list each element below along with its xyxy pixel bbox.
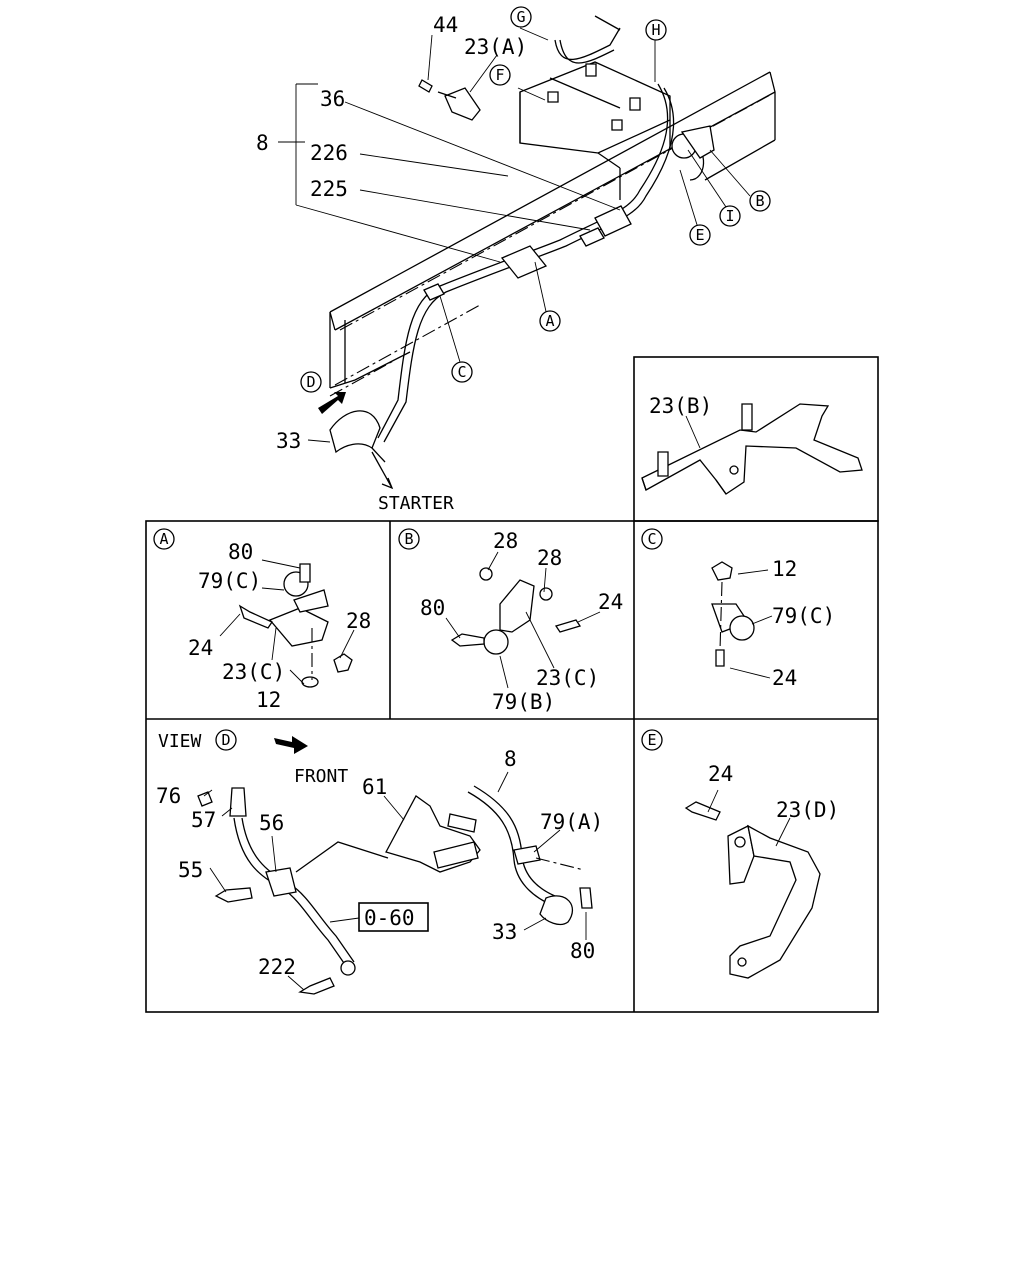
svg-text:E: E (647, 731, 656, 749)
callout-h: H (645, 19, 667, 41)
label-79c: 79(C) (198, 569, 261, 593)
label-28-right: 28 (537, 546, 562, 570)
label-44: 44 (433, 13, 458, 37)
callout-d: D (300, 371, 322, 393)
terminal-boot-33 (329, 410, 386, 463)
svg-text:C: C (647, 530, 656, 548)
label-33: 33 (492, 920, 517, 944)
svg-text:G: G (516, 8, 525, 26)
label-starter: STARTER (378, 493, 454, 514)
svg-text:C: C (457, 363, 466, 381)
label-80: 80 (570, 939, 595, 963)
label-24: 24 (708, 762, 733, 786)
svg-text:E: E (695, 226, 704, 244)
svg-text:I: I (725, 207, 734, 225)
bracket-23a (418, 79, 481, 121)
label-24: 24 (188, 636, 213, 660)
battery-cables (377, 15, 705, 443)
callout-a: A (539, 310, 561, 332)
main-assembly-view: 44 23(A) 36 8 226 225 33 STARTER G H F B… (256, 6, 776, 514)
label-57: 57 (191, 808, 216, 832)
label-80: 80 (420, 596, 445, 620)
detail-c-tag: C (641, 528, 663, 550)
svg-text:B: B (404, 530, 413, 548)
detail-e-tag: E (641, 729, 663, 751)
bracket-e (680, 125, 715, 159)
label-33: 33 (276, 429, 301, 453)
detail-bracket-23b: 23(B) (641, 394, 863, 495)
label-23b: 23(B) (649, 394, 712, 418)
label-56: 56 (259, 811, 284, 835)
ref-box (358, 902, 429, 932)
ref-0-60: 0-60 (364, 906, 415, 930)
detail-e: E 24 23(D) (641, 729, 839, 979)
label-36: 36 (320, 87, 345, 111)
label-76: 76 (156, 784, 181, 808)
battery-box (519, 61, 671, 200)
front-arrow-icon (274, 736, 308, 754)
detail-b: B 28 28 80 24 23(C) 79(B) (398, 528, 623, 714)
callout-i: I (719, 205, 741, 227)
svg-text:D: D (221, 731, 230, 749)
detail-grid (145, 356, 879, 1013)
label-61: 61 (362, 775, 387, 799)
label-79b: 79(B) (492, 690, 555, 714)
detail-c: C 12 79(C) 24 (641, 528, 835, 690)
view-d-tag: D (215, 729, 237, 751)
label-24: 24 (772, 666, 797, 690)
label-12: 12 (256, 688, 281, 712)
view-d-title: VIEW (158, 731, 202, 752)
front-label: FRONT (294, 766, 348, 787)
label-225: 225 (310, 177, 348, 201)
detail-b-tag: B (398, 528, 420, 550)
callout-e: E (689, 224, 711, 246)
label-28-top: 28 (493, 529, 518, 553)
label-23c: 23(C) (222, 660, 285, 684)
label-8: 8 (504, 747, 517, 771)
view-d: VIEW D FRONT 76 57 56 55 222 (156, 729, 603, 995)
label-23d: 23(D) (776, 798, 839, 822)
leader-lines (278, 27, 751, 490)
svg-text:D: D (306, 373, 315, 391)
detail-a-tag: A (153, 528, 175, 550)
callout-b: B (749, 190, 771, 212)
label-226: 226 (310, 141, 348, 165)
svg-text:H: H (651, 21, 660, 39)
callout-g: G (510, 6, 532, 28)
label-28: 28 (346, 609, 371, 633)
detail-a: A 80 79(C) 24 28 23(C) 12 (153, 528, 371, 712)
label-79a: 79(A) (540, 810, 603, 834)
view-d-arrow-icon (318, 392, 346, 414)
label-80: 80 (228, 540, 253, 564)
label-55: 55 (178, 858, 203, 882)
callout-c: C (451, 361, 473, 383)
label-24: 24 (598, 590, 623, 614)
svg-text:F: F (495, 66, 504, 84)
label-79c: 79(C) (772, 604, 835, 628)
label-222: 222 (258, 955, 296, 979)
label-8: 8 (256, 131, 269, 155)
svg-text:A: A (159, 530, 168, 548)
label-12: 12 (772, 557, 797, 581)
callout-f: F (489, 64, 511, 86)
svg-text:B: B (755, 192, 764, 210)
svg-text:A: A (545, 312, 554, 330)
label-23a: 23(A) (464, 35, 527, 59)
label-23c: 23(C) (536, 666, 599, 690)
